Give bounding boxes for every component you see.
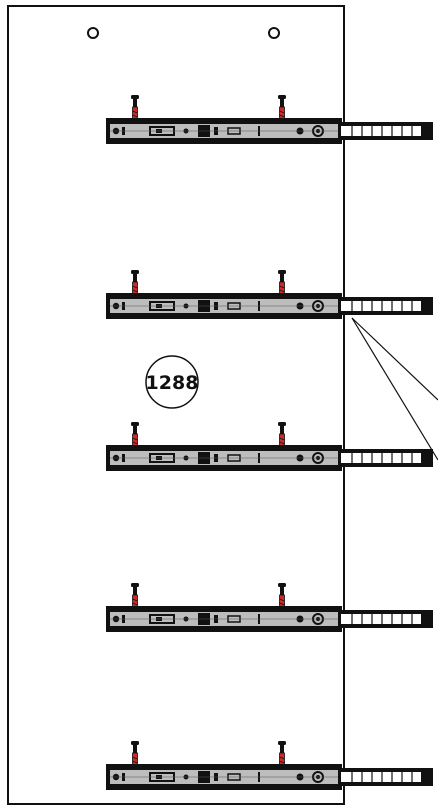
panel-hole-right <box>268 27 280 39</box>
panel-hole-left <box>87 27 99 39</box>
callout-leader-line <box>351 317 438 401</box>
callout-leader-line <box>351 317 438 461</box>
part-label-bubble: 1288 <box>145 355 199 409</box>
part-label: 1288 <box>146 372 199 394</box>
